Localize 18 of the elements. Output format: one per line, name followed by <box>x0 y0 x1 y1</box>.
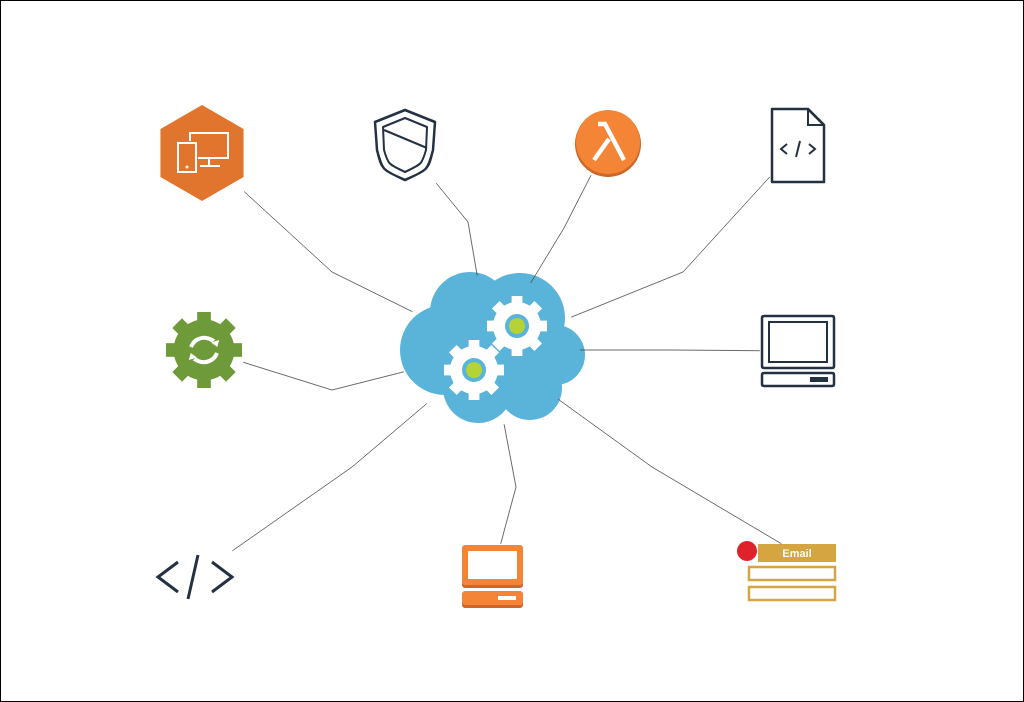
connector-line <box>243 191 413 313</box>
code-file-icon <box>770 107 826 184</box>
cloud-gears-icon <box>400 272 585 423</box>
laptop-icon <box>760 314 836 388</box>
connector-line <box>435 182 478 276</box>
shield-icon <box>373 108 437 182</box>
lambda-icon <box>575 110 641 177</box>
connector-line <box>579 349 761 352</box>
connector-line <box>242 361 405 391</box>
connector-line <box>557 398 782 545</box>
sync-gear-icon <box>166 312 242 388</box>
devices-icon <box>160 105 244 201</box>
connector-line <box>570 176 771 318</box>
code-icon <box>155 553 235 601</box>
connector-line <box>530 174 592 284</box>
connector-line <box>231 403 428 552</box>
connector-line <box>500 423 517 545</box>
computer-icon <box>462 545 523 608</box>
